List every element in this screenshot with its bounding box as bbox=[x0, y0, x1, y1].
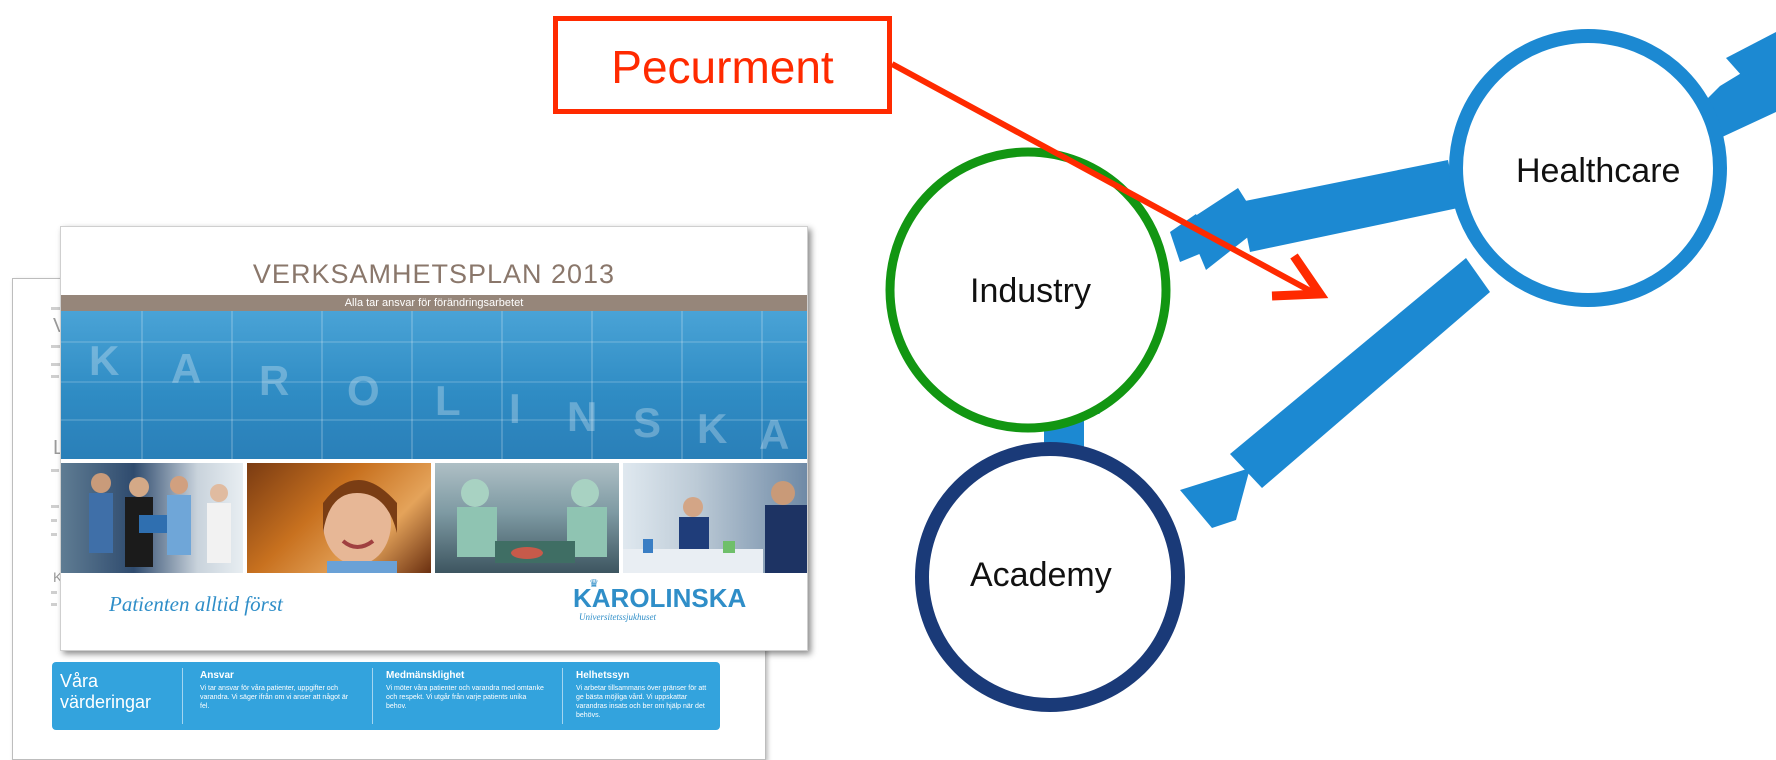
page-letter: K bbox=[53, 569, 63, 585]
text-line bbox=[51, 603, 57, 606]
divider bbox=[562, 668, 563, 724]
value-text: Vi tar ansvar för våra patienter, uppgif… bbox=[200, 685, 349, 710]
text-line bbox=[51, 533, 57, 536]
value-heading: Ansvar bbox=[200, 670, 234, 681]
text-line bbox=[51, 505, 59, 508]
building-letter: A bbox=[171, 345, 202, 392]
brochure-brand-logo: KAROLINSKA Universitetssjukhuset bbox=[573, 584, 746, 622]
divider bbox=[372, 668, 373, 724]
text-line bbox=[51, 519, 57, 522]
building-letter: N bbox=[567, 393, 598, 440]
industry-node-label: Industry bbox=[970, 272, 1091, 310]
value-heading: Helhetssyn bbox=[576, 670, 630, 681]
values-title: Våra värderingar bbox=[60, 671, 151, 713]
brand-subtitle: Universitetssjukhuset bbox=[579, 612, 656, 622]
values-title-line1: Våra bbox=[60, 671, 99, 691]
text-line bbox=[51, 591, 57, 594]
brochure-tagline: Patienten alltid först bbox=[109, 592, 283, 616]
photo-nurses bbox=[61, 463, 243, 573]
values-banner: Våra värderingar Ansvar Vi tar ansvar fö… bbox=[52, 662, 720, 730]
divider bbox=[182, 668, 183, 724]
value-column-ansvar: Ansvar Vi tar ansvar för våra patienter,… bbox=[200, 670, 358, 711]
photo-smiling-woman bbox=[247, 463, 431, 573]
industry-healthcare-arrow bbox=[1170, 160, 1458, 270]
text-line bbox=[51, 375, 59, 378]
building-photo: K A R O L I N S K A bbox=[61, 311, 807, 459]
building-letter: S bbox=[633, 399, 662, 446]
value-column-helhetssyn: Helhetssyn Vi arbetar tillsammans över g… bbox=[576, 670, 712, 720]
building-letter: I bbox=[509, 385, 521, 432]
text-line bbox=[51, 307, 63, 310]
industry-node-ring bbox=[885, 147, 1171, 433]
text-line bbox=[51, 345, 61, 348]
photo-surgery bbox=[435, 463, 619, 573]
value-heading: Medmänsklighet bbox=[386, 670, 465, 681]
building-letter: A bbox=[759, 411, 790, 458]
healthcare-node-label: Healthcare bbox=[1516, 152, 1681, 190]
value-text: Vi arbetar tillsammans över gränser för … bbox=[576, 685, 707, 719]
page-letter: L bbox=[53, 437, 65, 459]
pecurment-label: Pecurment bbox=[611, 41, 834, 93]
pecurment-arrow bbox=[890, 61, 1329, 301]
building-letter: R bbox=[259, 357, 290, 404]
healthcare-outgoing-arrowhead bbox=[1726, 32, 1776, 76]
photo-laboratory bbox=[623, 463, 807, 573]
text-line bbox=[51, 363, 61, 366]
academy-node-label: Academy bbox=[970, 556, 1112, 594]
crown-icon: ♛ bbox=[589, 578, 599, 590]
building-letter: L bbox=[435, 377, 461, 424]
building-letter: K bbox=[89, 337, 120, 384]
academy-node-ring bbox=[915, 442, 1185, 712]
academy-healthcare-arrow bbox=[1180, 258, 1490, 528]
values-title-line2: värderingar bbox=[60, 692, 152, 712]
value-column-medmansklighet: Medmänsklighet Vi möter våra patienter o… bbox=[386, 670, 548, 711]
brochure-title: VERKSAMHETSPLAN 2013 bbox=[252, 259, 616, 289]
value-text: Vi möter våra patienter och varandra med… bbox=[386, 685, 544, 710]
brand-name: KAROLINSKA bbox=[573, 583, 747, 613]
brochure-cover: VERKSAMHETSPLAN 2013 Alla tar ansvar för… bbox=[60, 226, 808, 651]
building-letter: O bbox=[347, 367, 380, 414]
brochure-subtitle-band: Alla tar ansvar för förändringsarbetet bbox=[61, 295, 807, 311]
pecurment-box: Pecurment bbox=[553, 16, 892, 114]
building-letter: K bbox=[697, 405, 728, 452]
text-line bbox=[51, 469, 59, 472]
healthcare-node-ring bbox=[1449, 29, 1727, 307]
